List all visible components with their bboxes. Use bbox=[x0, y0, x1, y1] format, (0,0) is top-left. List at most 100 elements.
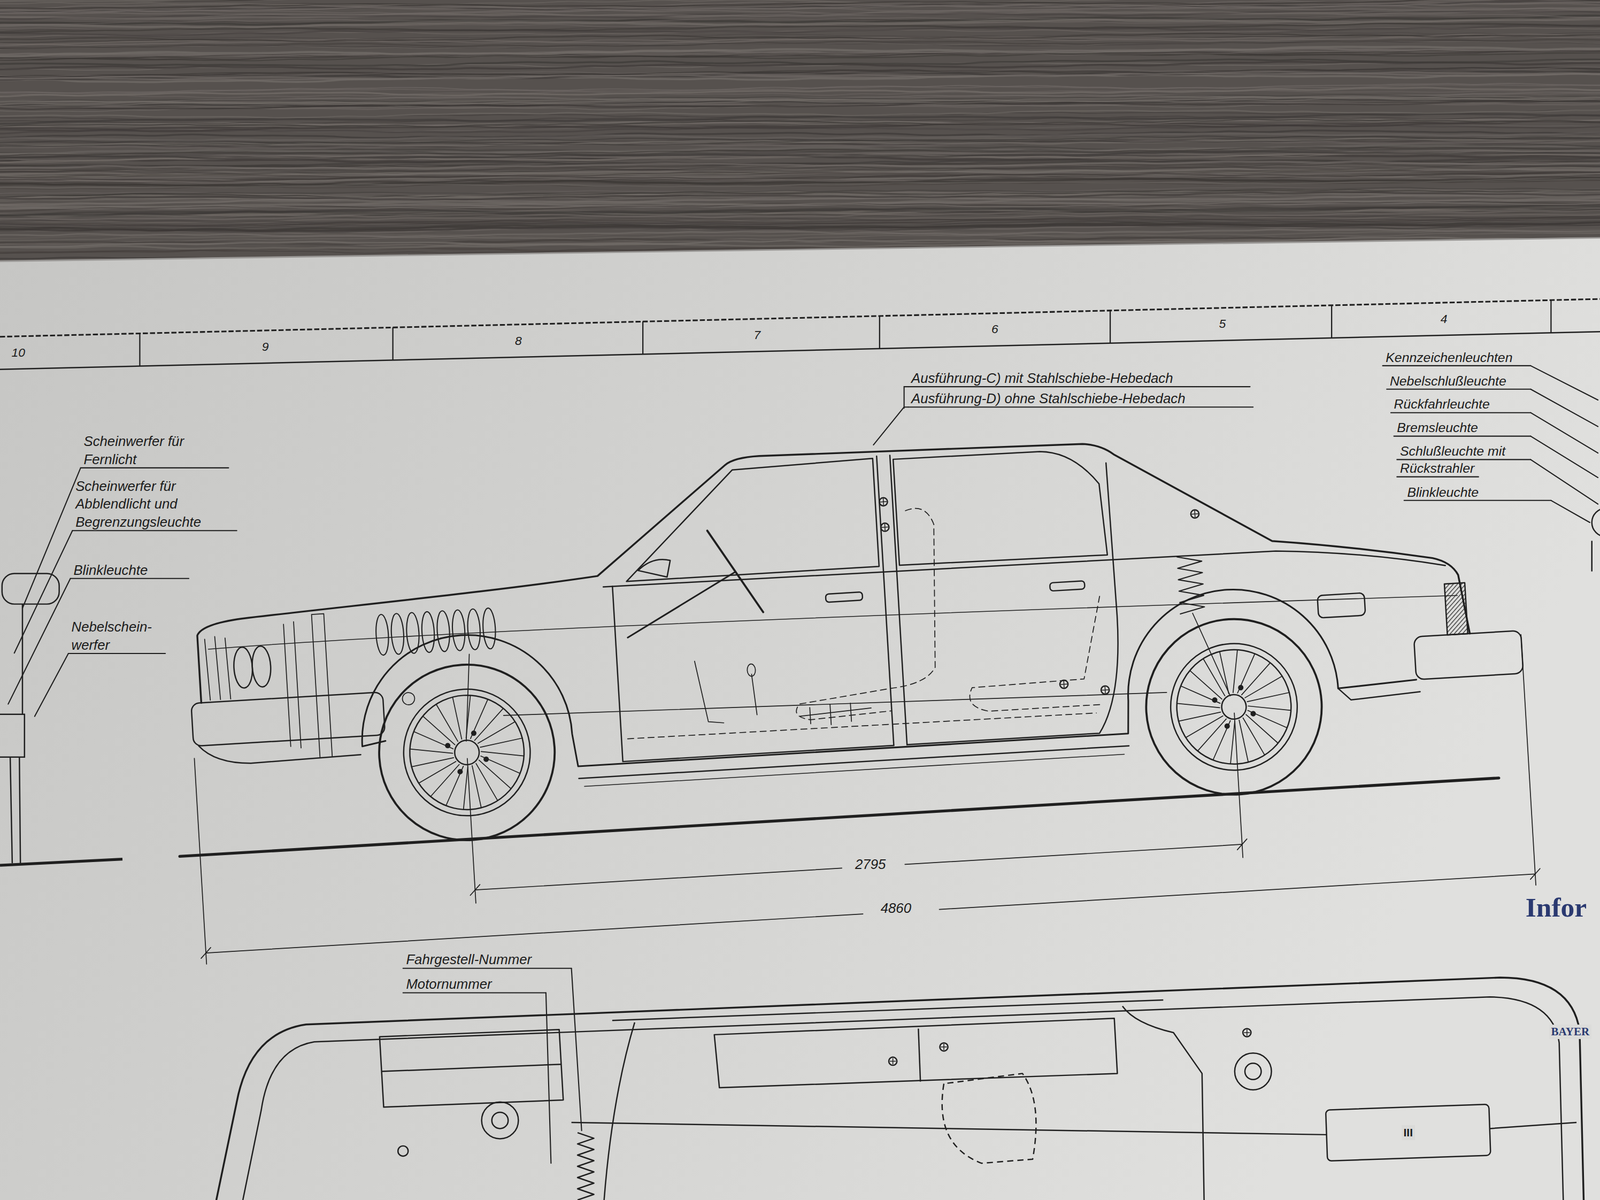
path-part bbox=[0, 49, 1600, 60]
underline bbox=[68, 652, 166, 655]
circle-part bbox=[1244, 1063, 1262, 1080]
rear-bumper bbox=[1413, 630, 1524, 680]
underline bbox=[1390, 412, 1531, 414]
path-part bbox=[940, 1043, 947, 1050]
path-part bbox=[889, 1058, 896, 1065]
rear-apron bbox=[1337, 683, 1421, 701]
door-handle bbox=[1049, 580, 1086, 591]
path-part bbox=[0, 165, 1600, 174]
path-part bbox=[694, 659, 725, 725]
ellipse-part bbox=[466, 608, 482, 651]
path-part bbox=[1178, 712, 1221, 722]
circle-part bbox=[879, 497, 888, 506]
lamp-callout: Kennzeichenleuchten bbox=[1385, 349, 1513, 367]
path-part bbox=[0, 205, 1600, 216]
car-parts bbox=[365, 472, 1327, 846]
path-part bbox=[443, 766, 466, 806]
front-window bbox=[619, 458, 879, 582]
path-part bbox=[480, 754, 521, 776]
leader-line bbox=[1550, 500, 1590, 523]
path-part bbox=[624, 571, 739, 638]
leader-line bbox=[904, 386, 909, 409]
circle-part bbox=[1220, 694, 1247, 720]
ellipse-part bbox=[451, 609, 466, 652]
path-part bbox=[0, 5, 1600, 14]
path-part bbox=[472, 708, 505, 741]
path-part bbox=[468, 699, 491, 740]
circle-part bbox=[880, 522, 890, 532]
path-part bbox=[467, 712, 1243, 904]
tail-light bbox=[1444, 582, 1468, 636]
wood-grain bbox=[0, 0, 1600, 267]
path-part bbox=[417, 761, 458, 783]
lamp-callout: Bremsleuchte bbox=[1396, 419, 1479, 437]
car-top-view bbox=[216, 977, 1584, 1200]
path-part bbox=[1189, 668, 1222, 702]
underline bbox=[1386, 388, 1531, 390]
circle-part bbox=[1591, 508, 1600, 537]
part-callout: Fahrgestell-Nummer bbox=[405, 950, 532, 969]
circle-part bbox=[400, 685, 534, 820]
path-part bbox=[191, 634, 1536, 965]
path-part bbox=[0, 14, 1600, 26]
grid-number: 5 bbox=[1219, 316, 1227, 333]
path-part bbox=[577, 1132, 595, 1200]
lamp-callout: Scheinwerfer für Fernlicht bbox=[83, 432, 233, 469]
lamp-callout: Rückfahrleuchte bbox=[1394, 395, 1490, 413]
path-part bbox=[751, 673, 757, 715]
wheel bbox=[374, 659, 560, 845]
dimension-lines bbox=[186, 634, 1542, 965]
dimension: 2795 bbox=[855, 855, 886, 874]
fuel-flap bbox=[1317, 593, 1366, 619]
path-part bbox=[428, 764, 461, 797]
path-part bbox=[627, 710, 1097, 741]
path-part bbox=[1247, 708, 1288, 730]
circle-part bbox=[406, 691, 528, 813]
body-outline bbox=[188, 414, 1471, 709]
path-part bbox=[477, 721, 517, 744]
path-part bbox=[0, 113, 1600, 125]
path-part bbox=[1203, 657, 1225, 698]
path-part bbox=[0, 84, 1600, 94]
path-part bbox=[0, 97, 1600, 106]
path-part bbox=[0, 0, 1600, 9]
path-part bbox=[475, 762, 498, 803]
path-part bbox=[1060, 680, 1068, 688]
path-part bbox=[0, 71, 1600, 80]
path-part bbox=[0, 298, 1600, 337]
lamp-callout: Blinkleuchte bbox=[1406, 483, 1479, 502]
circle-part bbox=[397, 1145, 409, 1157]
headlight bbox=[232, 646, 254, 689]
paper-sheet bbox=[0, 237, 1600, 1200]
path-part bbox=[1239, 719, 1249, 763]
engine-block bbox=[379, 1029, 564, 1107]
headlight bbox=[251, 645, 273, 688]
path-part bbox=[422, 714, 456, 747]
circle-part bbox=[374, 659, 560, 845]
lamp-callout: Scheinwerfer für Abblendlicht und Begren… bbox=[75, 477, 239, 532]
circle-part bbox=[1212, 697, 1217, 703]
path-part bbox=[0, 33, 1600, 42]
circle-part bbox=[491, 1112, 509, 1129]
rear-door bbox=[890, 463, 1125, 745]
path-part bbox=[0, 151, 1600, 159]
leader-line bbox=[1530, 389, 1598, 427]
path-part bbox=[880, 498, 887, 505]
front-view-fragment bbox=[0, 573, 123, 866]
leader-line bbox=[34, 653, 69, 717]
path-part bbox=[1102, 686, 1109, 694]
stamp-text: Infor bbox=[1525, 889, 1587, 926]
path-part bbox=[0, 132, 1600, 141]
fuel-tank bbox=[942, 1073, 1037, 1164]
path-part bbox=[0, 25, 1600, 36]
leader-line bbox=[8, 578, 71, 705]
path-part bbox=[381, 1064, 562, 1072]
path-part bbox=[0, 125, 1600, 134]
leader-lines bbox=[8, 365, 1598, 1164]
path-part bbox=[1235, 653, 1258, 694]
lamp-callout: Schlußleuchte mit Rückstrahler bbox=[1400, 442, 1538, 478]
variant-note: Ausführung-D) ohne Stahlschiebe-Hebedach bbox=[911, 389, 1186, 408]
part-number: III bbox=[1401, 1125, 1416, 1140]
mechanics bbox=[278, 490, 1231, 761]
circle-part bbox=[1250, 711, 1256, 717]
